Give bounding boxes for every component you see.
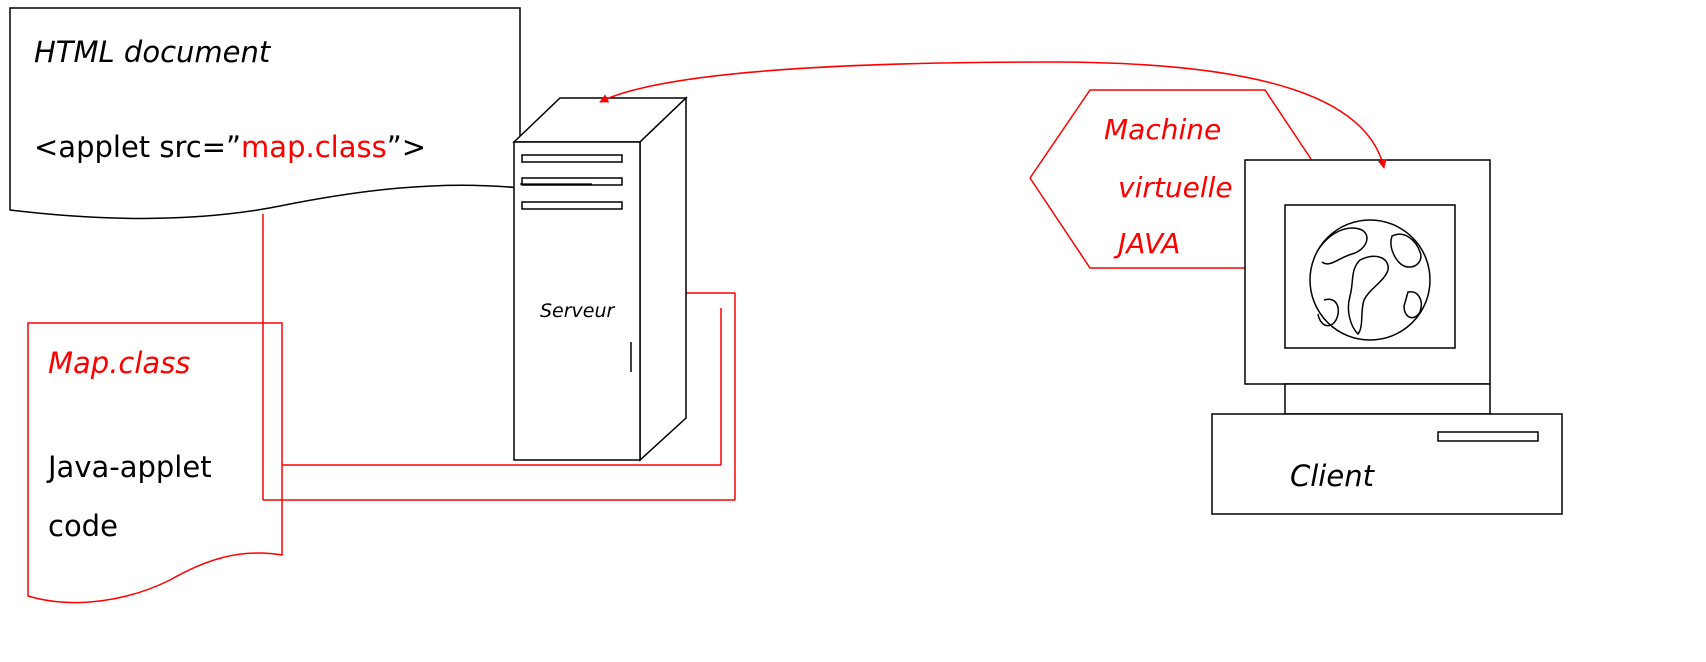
client-label: Client: [1290, 459, 1374, 493]
jvm-label-line3: JAVA: [1118, 227, 1181, 260]
globe-icon: [1309, 219, 1431, 341]
html-doc-title: HTML document: [34, 35, 271, 69]
applet-tag-src: map.class: [241, 130, 387, 164]
computer-monitor-icon: [1211, 159, 1563, 515]
html-document-shape: [9, 7, 521, 220]
applet-tag-prefix: <applet src=”: [34, 130, 242, 164]
applet-tag-suffix: ”>: [386, 130, 427, 164]
class-file-body-line2: code: [48, 509, 118, 543]
server-label: Serveur: [540, 300, 615, 322]
class-file-shape: [27, 322, 283, 604]
jvm-label-line2: virtuelle: [1118, 171, 1233, 204]
jvm-label-line1: Machine: [1104, 113, 1222, 146]
class-file-body-line1: Java-applet: [48, 450, 212, 484]
server-client-arc-arrow: [599, 61, 1387, 169]
class-file-title: Map.class: [48, 346, 191, 380]
server-tower-icon: [512, 96, 688, 462]
applet-tag-line: <applet src=”map.class”>: [34, 133, 426, 162]
